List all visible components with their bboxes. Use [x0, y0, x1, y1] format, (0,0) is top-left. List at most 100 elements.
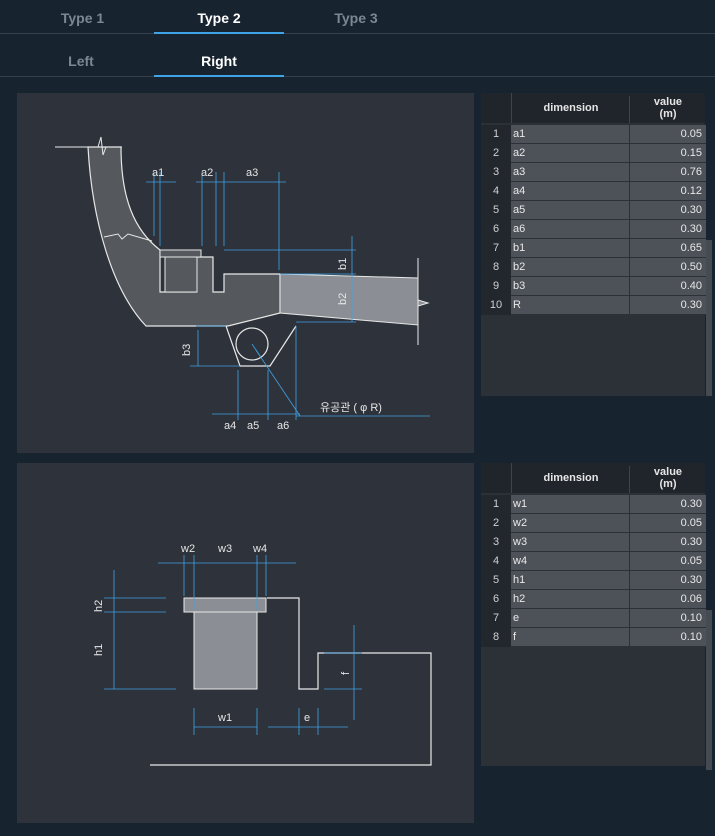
header-value: value(m)	[629, 466, 706, 493]
dimension-cell: a6	[511, 220, 629, 239]
inner-cap	[159, 249, 202, 258]
label-b2: b2	[337, 293, 349, 305]
table-header: dimension value(m)	[481, 93, 705, 123]
header-dimension: dimension	[511, 463, 630, 493]
label-a2: a2	[201, 167, 213, 179]
block	[193, 611, 258, 690]
dimension-cell: w4	[511, 552, 629, 571]
header-value: value(m)	[629, 96, 706, 123]
ground-line	[55, 136, 122, 156]
tab-type-1[interactable]: Type 1	[60, 10, 105, 26]
label-h2: h2	[93, 600, 105, 612]
dimension-cell: b3	[511, 277, 629, 296]
row-index: 1	[481, 495, 511, 514]
value-cell[interactable]: 0.30	[629, 495, 706, 514]
row-index: 2	[481, 514, 511, 533]
row-index: 5	[481, 201, 511, 220]
value-cell[interactable]: 0.30	[629, 571, 706, 590]
dimension-cell: a3	[511, 163, 629, 182]
value-cell[interactable]: 0.06	[629, 590, 706, 609]
label-w2: w2	[180, 543, 195, 555]
dimension-lines	[146, 172, 430, 420]
dimension-cell: b1	[511, 239, 629, 258]
dimension-cell: a5	[511, 201, 629, 220]
label-a5: a5	[247, 420, 259, 432]
value-cell[interactable]: 0.30	[629, 201, 706, 220]
value-cell[interactable]: 0.30	[629, 220, 706, 239]
value-cell[interactable]: 0.10	[629, 628, 706, 647]
dimension-cell: a2	[511, 144, 629, 163]
row-index: 8	[481, 258, 511, 277]
value-cell[interactable]: 0.12	[629, 182, 706, 201]
value-cell[interactable]: 0.40	[629, 277, 706, 296]
label-w3: w3	[217, 543, 232, 555]
row-index: 7	[481, 239, 511, 258]
dimension-cell: a4	[511, 182, 629, 201]
row-index: 3	[481, 163, 511, 182]
section-diagram-1: a1 a2 a3 a4 a5 a6 b1 b2 b3 유공관 ( φ R)	[17, 93, 474, 453]
label-a6: a6	[277, 420, 289, 432]
section-diagram-2-svg: w2 w3 w4 w1 e h2 h1 f	[93, 543, 432, 766]
channel-outline	[150, 597, 432, 766]
label-b1: b1	[337, 258, 349, 270]
dimension-cell: w3	[511, 533, 629, 552]
value-cell[interactable]: 0.05	[629, 514, 706, 533]
type-tab-bar: Type 1 Type 2 Type 3	[0, 0, 715, 34]
section-diagram-1-svg: a1 a2 a3 a4 a5 a6 b1 b2 b3 유공관 ( φ R)	[55, 136, 430, 432]
value-cell[interactable]: 0.10	[629, 609, 706, 628]
value-cell[interactable]: 0.05	[629, 552, 706, 571]
value-cell[interactable]: 0.76	[629, 163, 706, 182]
dimension-cell: R	[511, 296, 629, 315]
label-e: e	[304, 712, 310, 724]
value-cell[interactable]: 0.30	[629, 296, 706, 315]
value-cell[interactable]: 0.05	[629, 125, 706, 144]
label-a1: a1	[152, 167, 164, 179]
tab-left[interactable]: Left	[68, 53, 94, 69]
value-cell[interactable]: 0.50	[629, 258, 706, 277]
cap-plate	[183, 597, 267, 613]
slab	[279, 273, 430, 326]
tab-type-2[interactable]: Type 2	[154, 0, 284, 34]
value-cell[interactable]: 0.65	[629, 239, 706, 258]
row-index: 4	[481, 552, 511, 571]
dimension-cell: w1	[511, 495, 629, 514]
inner-box	[164, 256, 198, 293]
value-cell[interactable]: 0.30	[629, 533, 706, 552]
table-2-scrollbar[interactable]	[706, 610, 712, 770]
label-pipe: 유공관 ( φ R)	[320, 401, 382, 414]
tab-type-3[interactable]: Type 3	[334, 10, 378, 26]
dimension-cell: b2	[511, 258, 629, 277]
row-index: 4	[481, 182, 511, 201]
row-index: 6	[481, 590, 511, 609]
table-1-scrollbar[interactable]	[706, 240, 712, 396]
joint-line	[103, 233, 153, 242]
side-tab-bar: Left Right	[0, 43, 715, 77]
value-cell[interactable]: 0.15	[629, 144, 706, 163]
row-index: 9	[481, 277, 511, 296]
row-index: 2	[481, 144, 511, 163]
dimension-cell: e	[511, 609, 629, 628]
tab-right[interactable]: Right	[154, 43, 284, 77]
row-index: 10	[481, 296, 511, 315]
section-body	[87, 146, 281, 327]
